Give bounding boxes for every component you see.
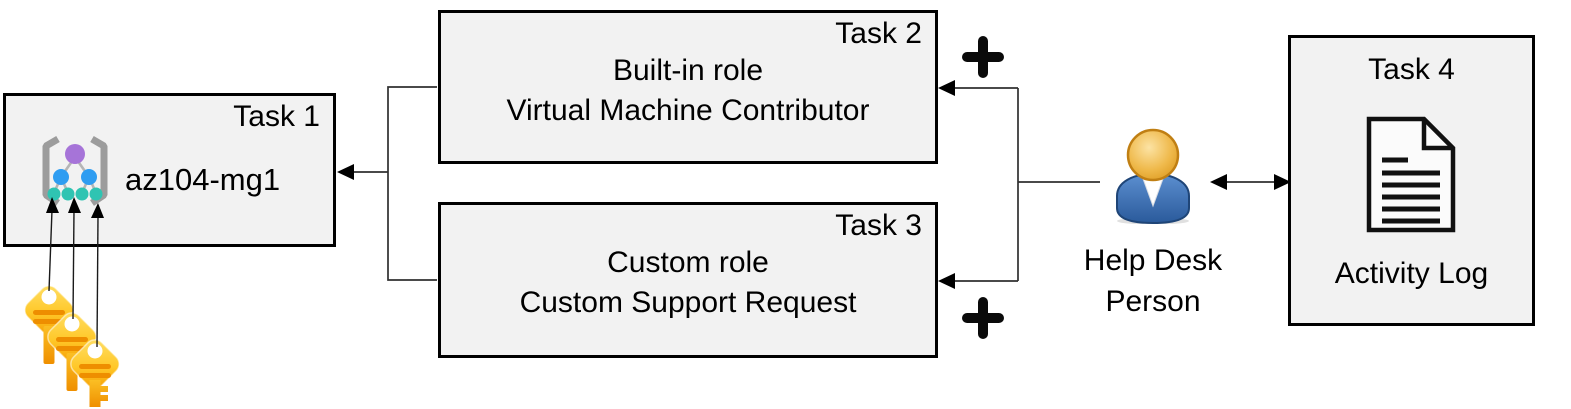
- actor-label-line1: Help Desk: [1083, 244, 1223, 277]
- task1-box: Task 1 az104-mg1: [3, 93, 336, 247]
- key-icon: [24, 285, 120, 407]
- arrow-person-activity-log: [1210, 174, 1291, 190]
- task3-role-name: Custom Support Request: [519, 286, 857, 319]
- task2-role-name: Virtual Machine Contributor: [506, 94, 870, 127]
- task4-label: Task 4: [1368, 53, 1455, 86]
- task2-label: Task 2: [835, 17, 922, 50]
- arrowhead-task3: [938, 273, 955, 289]
- management-group-icon: [42, 135, 108, 206]
- task4-caption: Activity Log: [1334, 257, 1489, 290]
- actor-label: Help Desk Person: [1058, 240, 1248, 322]
- task4-box: Task 4 Activity Log: [1288, 35, 1535, 326]
- management-group-name: az104-mg1: [125, 162, 281, 197]
- document-icon: [1366, 116, 1456, 233]
- plus-icon: [962, 297, 1004, 339]
- person-icon: [1116, 128, 1190, 224]
- task3-role-type: Custom role: [607, 246, 769, 279]
- task2-role-type: Built-in role: [612, 54, 764, 87]
- arrow-roles-to-task1: [353, 86, 437, 281]
- task3-box: Task 3 Custom role Custom Support Reques…: [438, 202, 938, 358]
- task3-label: Task 3: [835, 209, 922, 242]
- arrowhead-task2: [938, 80, 955, 96]
- actor-label-line2: Person: [1105, 285, 1201, 318]
- arrowhead-task1: [337, 164, 354, 180]
- task2-box: Task 2 Built-in role Virtual Machine Con…: [438, 10, 938, 164]
- task1-label: Task 1: [233, 100, 320, 133]
- plus-icon: [962, 36, 1004, 78]
